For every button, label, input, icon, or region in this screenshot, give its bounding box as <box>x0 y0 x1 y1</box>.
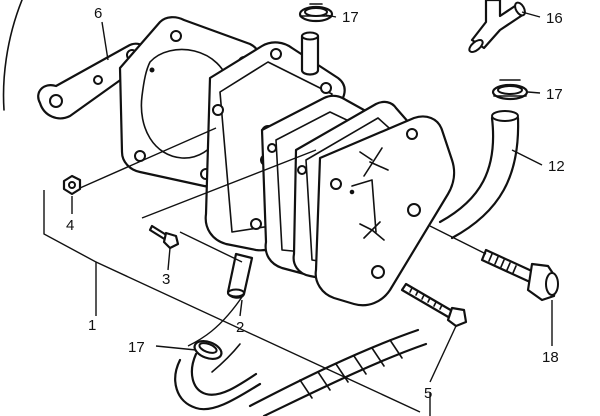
clip-bottom-part <box>193 339 223 361</box>
nut-part <box>62 174 82 196</box>
leader-lines <box>43 11 553 416</box>
clip-right-part <box>491 79 529 101</box>
t-joint-part <box>468 0 526 53</box>
outer-frame-curve <box>2 0 23 111</box>
callout-18: 18 <box>542 349 559 366</box>
callout-2: 2 <box>236 319 244 336</box>
clip-top-part <box>298 3 334 23</box>
callout-17-bottom: 17 <box>128 339 145 356</box>
callout-12: 12 <box>548 158 565 175</box>
small-screw-part <box>148 224 180 250</box>
bolt-18-part <box>480 248 559 302</box>
callout-6: 6 <box>94 5 102 22</box>
callout-16: 16 <box>546 10 563 27</box>
fuel-hose-bottom-part <box>174 328 428 416</box>
callout-4: 4 <box>66 217 74 234</box>
callout-5: 5 <box>424 385 432 402</box>
callout-17-top: 17 <box>342 9 359 26</box>
callout-1: 1 <box>88 317 96 334</box>
fuel-hose-right-part <box>438 110 520 240</box>
callout-3: 3 <box>162 271 170 288</box>
front-cover-part <box>314 115 456 307</box>
callout-17-right: 17 <box>546 86 563 103</box>
long-bolt-part <box>400 282 468 328</box>
